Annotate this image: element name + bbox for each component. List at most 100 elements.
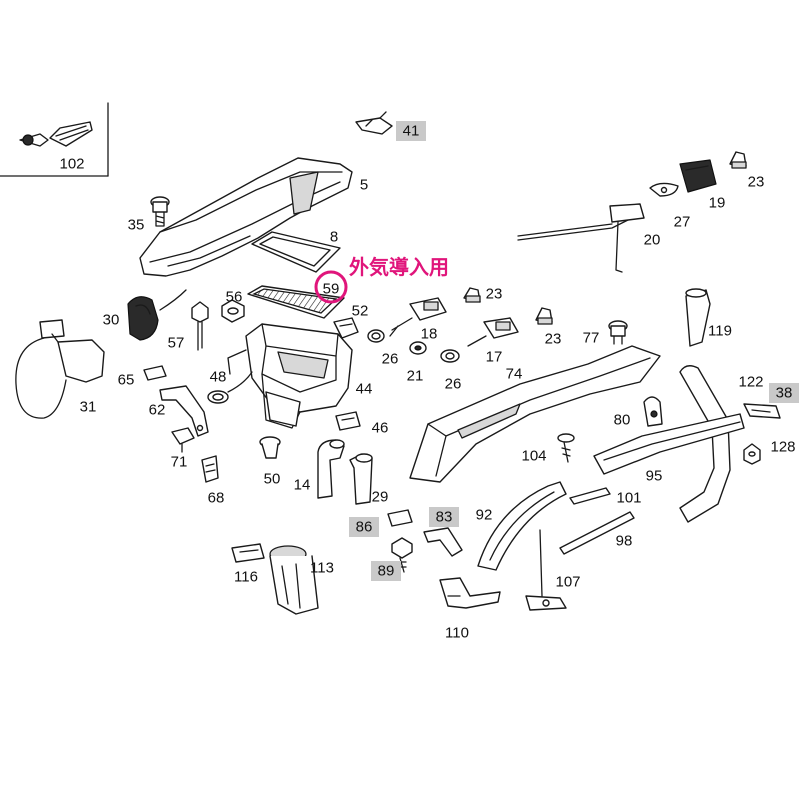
part-number-text: 128 xyxy=(770,439,795,456)
filter-highlight-circle xyxy=(314,270,348,304)
part-label-p8: 8 xyxy=(330,229,338,246)
part-label-p5: 5 xyxy=(360,177,368,194)
clip-86-drawing xyxy=(387,509,413,527)
clip-65-drawing xyxy=(143,365,167,381)
fastener-71-drawing xyxy=(171,427,195,453)
part-label-p128: 128 xyxy=(770,439,795,456)
grommet-30-drawing xyxy=(127,289,187,341)
part-number-text: 26 xyxy=(445,376,462,393)
part-label-p101: 101 xyxy=(616,490,641,507)
part-label-p44: 44 xyxy=(356,381,373,398)
highlight-box xyxy=(429,507,459,527)
part-number-text: 92 xyxy=(476,507,493,524)
nut-56-drawing xyxy=(221,299,245,323)
part-number-text: 48 xyxy=(210,369,227,386)
part-number-text: 23 xyxy=(545,331,562,348)
sensor-17-drawing xyxy=(467,317,519,347)
clip-68-drawing xyxy=(201,455,219,483)
part-number-text: 74 xyxy=(506,366,523,383)
part-label-p48: 48 xyxy=(210,369,227,386)
part-number-text: 122 xyxy=(738,374,763,391)
channel-74-drawing xyxy=(409,345,661,483)
part-number-text: 30 xyxy=(103,312,120,329)
linkage-20-drawing xyxy=(517,203,645,273)
seal-frame-8-drawing xyxy=(251,231,341,273)
plug-23a-drawing xyxy=(729,151,747,169)
plug-77-drawing xyxy=(608,320,628,345)
part-label-p26b: 26 xyxy=(445,376,462,393)
part-number-text: 83 xyxy=(436,509,453,526)
clip-38-drawing xyxy=(743,403,781,419)
trim-95-drawing xyxy=(593,413,745,475)
part-label-p98: 98 xyxy=(616,533,633,550)
part-number-text: 27 xyxy=(674,214,691,231)
part-label-p110: 110 xyxy=(445,625,469,642)
rod-101-drawing xyxy=(569,487,611,505)
part-label-p80: 80 xyxy=(614,412,631,429)
bracket-62-drawing xyxy=(159,385,209,437)
part-label-p62: 62 xyxy=(149,402,166,419)
part-number-text: 89 xyxy=(378,563,395,580)
part-label-p18: 18 xyxy=(421,326,438,343)
part-number-text: 29 xyxy=(372,489,389,506)
part-number-text: 20 xyxy=(644,232,661,249)
part-number-text: 21 xyxy=(407,368,424,385)
part-label-p122: 122 xyxy=(738,374,763,391)
part-label-p113: 113 xyxy=(310,560,334,577)
clip-52-drawing xyxy=(333,317,359,339)
part-number-text: 71 xyxy=(171,454,188,471)
part-number-text: 18 xyxy=(421,326,438,343)
part-label-p46: 46 xyxy=(372,420,389,437)
part-label-p26a: 26 xyxy=(382,351,399,368)
part-number-text: 38 xyxy=(776,385,793,402)
part-label-p21: 21 xyxy=(407,368,424,385)
part-label-p104: 104 xyxy=(521,448,546,465)
part-number-text: 98 xyxy=(616,533,633,550)
part-number-text: 101 xyxy=(616,490,641,507)
clamp-80-drawing xyxy=(643,396,663,427)
part-label-p95: 95 xyxy=(646,468,663,485)
part-label-p23c: 23 xyxy=(545,331,562,348)
part-number-text: 52 xyxy=(352,303,369,320)
part-number-text: 23 xyxy=(748,174,765,191)
highlight-box xyxy=(396,121,426,141)
part-label-p71: 71 xyxy=(171,454,188,471)
harness-31-drawing xyxy=(15,319,105,419)
part-number-text: 57 xyxy=(168,335,185,352)
part-number-text: 31 xyxy=(80,399,97,416)
part-label-p74: 74 xyxy=(506,366,523,383)
part-label-p27: 27 xyxy=(674,214,691,231)
pipe-119-drawing xyxy=(685,288,711,347)
part-number-text: 50 xyxy=(264,471,281,488)
plug-23c-drawing xyxy=(535,307,553,325)
part-number-text: 119 xyxy=(708,323,732,340)
part-label-p30: 30 xyxy=(103,312,120,329)
part-number-text: 59 xyxy=(323,281,340,298)
bracket-41-drawing xyxy=(355,111,393,135)
part-label-p41: 41 xyxy=(396,121,426,141)
part-label-p52: 52 xyxy=(352,303,369,320)
part-label-p83: 83 xyxy=(429,507,459,527)
part-label-p38: 38 xyxy=(769,383,799,403)
part-label-p23a: 23 xyxy=(748,174,765,191)
part-number-text: 77 xyxy=(583,330,600,347)
part-number-text: 14 xyxy=(294,477,311,494)
bracket-107-drawing xyxy=(525,529,567,611)
ring-48-drawing xyxy=(207,371,253,404)
part-label-p86: 86 xyxy=(349,517,379,537)
part-label-p50: 50 xyxy=(264,471,281,488)
lever-27-drawing xyxy=(649,182,679,197)
part-number-text: 95 xyxy=(646,468,663,485)
part-number-text: 23 xyxy=(486,286,503,303)
part-number-text: 116 xyxy=(234,569,258,586)
nut-128-drawing xyxy=(743,443,761,465)
screw-104-drawing xyxy=(557,433,575,463)
part-label-p107: 107 xyxy=(555,574,580,591)
clip-46-drawing xyxy=(335,411,361,431)
pipe-122-drawing xyxy=(679,365,731,523)
plug-23b-drawing xyxy=(463,287,481,303)
filter-housing-44-drawing xyxy=(227,323,353,429)
part-number-text: 65 xyxy=(118,372,135,389)
inset-frame xyxy=(0,102,109,177)
